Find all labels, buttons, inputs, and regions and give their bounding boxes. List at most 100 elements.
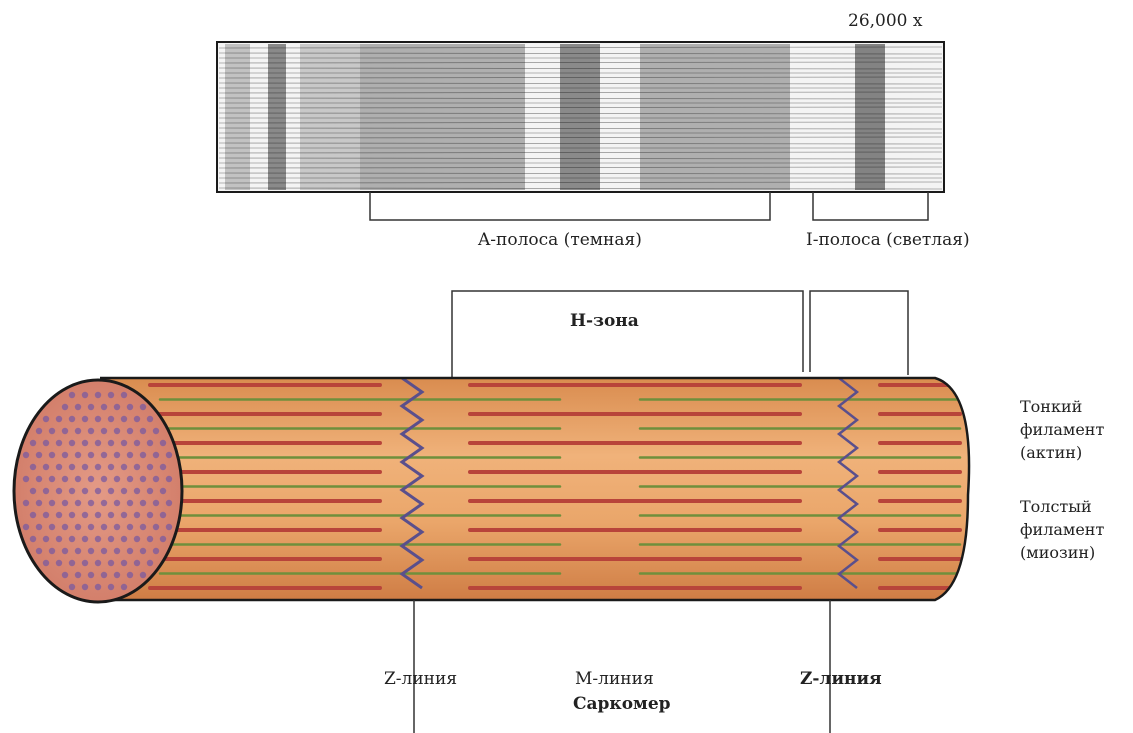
myofibril-dot — [121, 392, 127, 398]
thick-filament-line-3: (миозин) — [1020, 541, 1104, 564]
myofibril-dot — [140, 500, 146, 506]
myofibril-dot — [23, 500, 29, 506]
z-line-left-label: Z-линия — [384, 668, 457, 690]
myofibril-dot — [147, 464, 153, 470]
myofibril-dot — [108, 416, 114, 422]
myofibril-dot — [30, 464, 36, 470]
myofibril-dot — [88, 572, 94, 578]
myofibril-dot — [75, 572, 81, 578]
myofibril-dot — [95, 560, 101, 566]
myofibril-dot — [140, 452, 146, 458]
myofibril-dot — [75, 500, 81, 506]
myofibril-dot — [69, 464, 75, 470]
a-band-label: A-полоса (темная) — [478, 229, 642, 251]
myofibril-dot — [127, 428, 133, 434]
micrograph-band — [855, 44, 885, 190]
myofibril-dot — [36, 500, 42, 506]
myofibril-dot — [88, 452, 94, 458]
myofibril-dot — [134, 464, 140, 470]
micrograph-band — [268, 44, 286, 190]
myofibril-dot — [114, 404, 120, 410]
myofibril-dot — [56, 440, 62, 446]
myofibril-dot — [108, 488, 114, 494]
myofibril-dot — [56, 536, 62, 542]
z-line-right-label: Z-линия — [800, 668, 882, 690]
myofibril-dot — [147, 536, 153, 542]
h-zone-bracket — [452, 291, 803, 378]
myofibril-dot — [30, 512, 36, 518]
myofibril-dot — [49, 428, 55, 434]
myofibril-dot — [30, 536, 36, 542]
myofibril-dot — [108, 464, 114, 470]
myofibril-dot — [56, 560, 62, 566]
myofibril-dot — [127, 572, 133, 578]
myofibril-dot — [108, 536, 114, 542]
myofibril-dot — [62, 404, 68, 410]
myofibril-dot — [153, 428, 159, 434]
myofibril-dot — [49, 476, 55, 482]
myofibril-dot — [82, 464, 88, 470]
myofibril-dot — [36, 548, 42, 554]
myofibril-dot — [153, 452, 159, 458]
myofibril-dot — [88, 476, 94, 482]
myofibril-dot — [82, 416, 88, 422]
myofibril-dot — [134, 560, 140, 566]
myofibril-dot — [43, 560, 49, 566]
myofibril-dot — [82, 536, 88, 542]
myofibril-dot — [140, 524, 146, 530]
myofibril-dot — [127, 404, 133, 410]
thin-filament-line-3: (актин) — [1020, 441, 1104, 464]
myofibril-dot — [101, 404, 107, 410]
myofibril-dot — [43, 512, 49, 518]
myofibril-dot — [121, 584, 127, 590]
myofibril-dot — [121, 560, 127, 566]
myofibril-dot — [62, 524, 68, 530]
myofibril-dot — [88, 500, 94, 506]
myofibril-dot — [62, 452, 68, 458]
myofibril-dot — [108, 584, 114, 590]
myofibril-dot — [95, 584, 101, 590]
myofibril-dot — [75, 428, 81, 434]
myofibril-dot — [101, 500, 107, 506]
micrograph-band — [225, 44, 250, 190]
myofibril-dot — [95, 440, 101, 446]
myofibril-dot — [30, 488, 36, 494]
myofibril-dot — [108, 440, 114, 446]
myofibril-dot — [56, 416, 62, 422]
myofibril-dot — [101, 452, 107, 458]
myofibril-dot — [62, 572, 68, 578]
micrograph-band — [300, 44, 360, 190]
myofibril-dot — [114, 500, 120, 506]
myofibril-dot — [114, 452, 120, 458]
i-zone-bracket — [810, 291, 908, 375]
myofibril-dot — [69, 584, 75, 590]
micrograph-band — [560, 44, 600, 190]
myofibril-dot — [101, 524, 107, 530]
h-zone-label: H-зона — [570, 310, 639, 332]
myofibril-dot — [101, 548, 107, 554]
myofibril-dot — [153, 500, 159, 506]
myofibril-dot — [43, 464, 49, 470]
myofibril-dot — [153, 524, 159, 530]
myofibril-dot — [121, 464, 127, 470]
myofibril-dot — [166, 500, 172, 506]
myofibril-dot — [108, 392, 114, 398]
sarcomere-label: Саркомер — [573, 693, 671, 715]
myofibril-dot — [121, 512, 127, 518]
myofibril-dot — [43, 488, 49, 494]
myofibril-dot — [88, 404, 94, 410]
myofibril-dot — [134, 512, 140, 518]
myofibril-dot — [95, 488, 101, 494]
myofibril-dot — [134, 440, 140, 446]
myofibril-dot — [69, 440, 75, 446]
m-line-label: M-линия — [575, 668, 654, 690]
myofibril-dot — [147, 440, 153, 446]
thin-filament-line-1: Тонкий — [1020, 395, 1104, 418]
myofibril-dot — [75, 524, 81, 530]
myofibril-dot — [49, 548, 55, 554]
myofibril-dot — [49, 500, 55, 506]
cross-section-myofibrils — [23, 392, 172, 590]
myofibril-dot — [127, 452, 133, 458]
myofibril-dot — [23, 452, 29, 458]
